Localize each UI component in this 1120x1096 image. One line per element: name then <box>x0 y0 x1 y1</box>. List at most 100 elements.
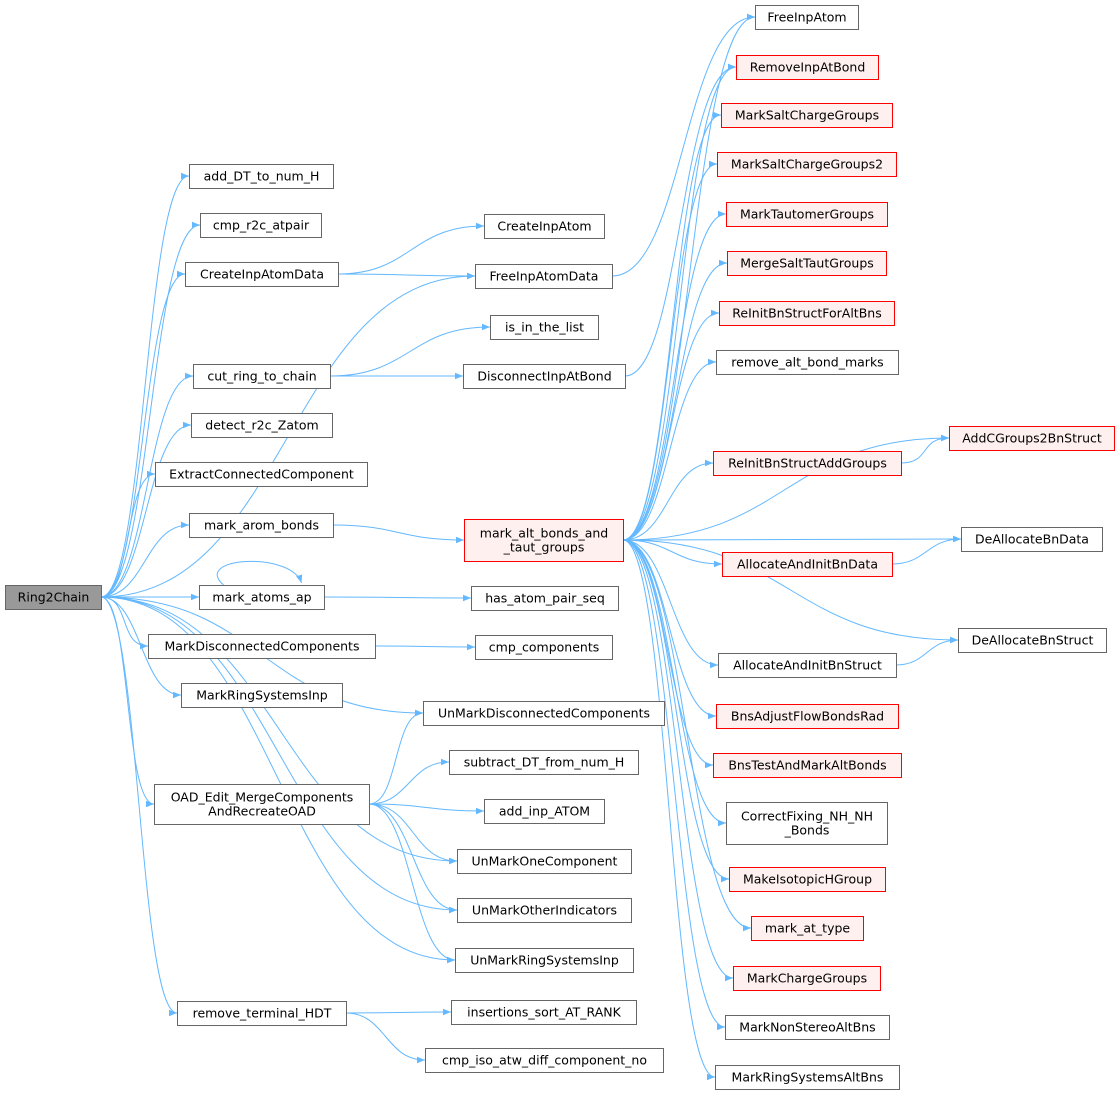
node-box <box>423 701 665 726</box>
edge-mark-alt-bonds-and-taut-groups-to-add-cgroups2-bn-struct <box>622 434 950 541</box>
node-label: UnMarkRingSystemsInp <box>470 953 619 968</box>
edge-oad-edit-merge-components-and-recreate-oad-to-un-mark-ring-systems-inp <box>368 803 456 964</box>
node-de-allocate-bn-struct[interactable]: DeAllocateBnStruct <box>958 628 1107 653</box>
edge-free-inp-atom-data-to-free-inp-atom <box>611 13 756 277</box>
node-create-inp-atom[interactable]: CreateInpAtom <box>484 214 605 239</box>
node-box <box>449 750 639 775</box>
node-bns-adjust-flow-bonds-rad[interactable]: BnsAdjustFlowBondsRad <box>716 704 899 729</box>
node-mark-ring-systems-inp[interactable]: MarkRingSystemsInp <box>181 683 343 708</box>
node-extract-connected-component[interactable]: ExtractConnectedComponent <box>155 462 368 487</box>
edge-mark-alt-bonds-and-taut-groups-to-mark-non-stereo-alt-bns <box>622 539 726 1031</box>
node-add-dt-to-num-h[interactable]: add_DT_to_num_H <box>189 164 334 189</box>
node-add-inp-atom[interactable]: add_inp_ATOM <box>484 799 605 824</box>
node-label: AllocateAndInitBnData <box>737 557 878 572</box>
node-box <box>191 413 333 438</box>
node-cut-ring-to-chain[interactable]: cut_ring_to_chain <box>193 364 331 389</box>
node-box <box>155 462 368 487</box>
node-box <box>475 635 613 660</box>
edge-ring2-chain-to-extract-connected-component <box>100 470 156 598</box>
node-label: add_DT_to_num_H <box>204 169 320 184</box>
node-mark-tautomer-groups[interactable]: MarkTautomerGroups <box>726 202 888 227</box>
node-detect-r2c-zatom[interactable]: detect_r2c_Zatom <box>191 413 333 438</box>
node-un-mark-disconnected-components[interactable]: UnMarkDisconnectedComponents <box>423 701 665 726</box>
node-label: MarkNonStereoAltBns <box>739 1020 875 1035</box>
node-allocate-and-init-bn-struct[interactable]: AllocateAndInitBnStruct <box>718 653 897 678</box>
node-create-inp-atom-data[interactable]: CreateInpAtomData <box>185 262 339 287</box>
edge-ring2-chain-to-mark-ring-systems-inp <box>100 596 182 699</box>
node-mark-disconnected-components[interactable]: MarkDisconnectedComponents <box>148 634 376 659</box>
node-cmp-components[interactable]: cmp_components <box>475 635 613 660</box>
edge-mark-alt-bonds-and-taut-groups-to-mark-salt-charge-groups <box>622 111 722 541</box>
node-un-mark-one-component[interactable]: UnMarkOneComponent <box>457 849 632 874</box>
node-free-inp-atom[interactable]: FreeInpAtom <box>755 5 859 30</box>
node-ring2-chain[interactable]: Ring2Chain <box>5 585 102 610</box>
node-label: MarkTautomerGroups <box>740 207 874 222</box>
node-label: ExtractConnectedComponent <box>169 467 354 482</box>
node-label: UnMarkOtherIndicators <box>472 903 617 918</box>
node-merge-salt-taut-groups[interactable]: MergeSaltTautGroups <box>727 251 887 276</box>
edge-oad-edit-merge-components-and-recreate-oad-to-un-mark-other-indicators <box>368 803 458 914</box>
node-allocate-and-init-bn-data[interactable]: AllocateAndInitBnData <box>722 552 893 577</box>
node-mark-at-type[interactable]: mark_at_type <box>751 916 864 941</box>
node-insertions-sort-at-rank[interactable]: insertions_sort_AT_RANK <box>451 1000 637 1025</box>
node-box <box>185 262 339 287</box>
node-mark-ring-systems-alt-bns[interactable]: MarkRingSystemsAltBns <box>715 1065 900 1090</box>
node-label: AddCGroups2BnStruct <box>962 431 1102 446</box>
node-label: cut_ring_to_chain <box>207 369 316 384</box>
node-mark-non-stereo-alt-bns[interactable]: MarkNonStereoAltBns <box>725 1015 890 1040</box>
node-add-cgroups2-bn-struct[interactable]: AddCGroups2BnStruct <box>949 426 1115 451</box>
node-mark-charge-groups[interactable]: MarkChargeGroups <box>733 966 881 991</box>
node-label: detect_r2c_Zatom <box>205 418 318 433</box>
node-label: remove_terminal_HDT <box>193 1006 332 1021</box>
edge-create-inp-atom-data-to-create-inp-atom <box>337 222 485 275</box>
edge-mark-alt-bonds-and-taut-groups-to-bns-adjust-flow-bonds-rad <box>622 539 717 720</box>
node-free-inp-atom-data[interactable]: FreeInpAtomData <box>475 264 613 289</box>
node-mark-alt-bonds-and-taut-groups[interactable]: mark_alt_bonds_and_taut_groups <box>464 519 624 562</box>
node-is-in-the-list[interactable]: is_in_the_list <box>490 315 599 340</box>
node-remove-inp-at-bond[interactable]: RemoveInpAtBond <box>736 55 879 80</box>
node-make-isotopic-hgroup[interactable]: MakeIsotopicHGroup <box>729 867 886 892</box>
node-mark-atoms-ap[interactable]: mark_atoms_ap <box>199 585 325 610</box>
node-box <box>189 164 334 189</box>
edge-mark-disconnected-components-to-cmp-components <box>374 643 476 651</box>
node-mark-salt-charge-groups[interactable]: MarkSaltChargeGroups <box>721 103 893 128</box>
edge-ring2-chain-to-un-mark-ring-systems-inp <box>100 596 456 964</box>
node-remove-terminal-hdt[interactable]: remove_terminal_HDT <box>177 1001 347 1026</box>
node-remove-alt-bond-marks[interactable]: remove_alt_bond_marks <box>716 350 899 375</box>
node-re-init-bn-struct-add-groups[interactable]: ReInitBnStructAddGroups <box>713 451 902 476</box>
node-bns-test-and-mark-alt-bonds[interactable]: BnsTestAndMarkAltBonds <box>713 753 902 778</box>
node-label: mark_at_type <box>765 921 851 936</box>
edge-ring2-chain-to-remove-terminal-hdt <box>100 596 178 1017</box>
node-box <box>189 513 334 538</box>
node-label: FreeInpAtomData <box>490 269 599 284</box>
node-box <box>721 103 893 128</box>
node-box <box>716 704 899 729</box>
node-label: MakeIsotopicHGroup <box>743 872 872 887</box>
edge-mark-arom-bonds-to-mark-alt-bonds-and-taut-groups <box>332 524 465 544</box>
node-cmp-iso-atw-diff-component-no[interactable]: cmp_iso_atw_diff_component_no <box>425 1048 664 1073</box>
node-correct-fixing-nh-nh-bonds[interactable]: CorrectFixing_NH_NH_Bonds <box>726 802 888 845</box>
node-box <box>455 948 634 973</box>
node-re-init-bn-struct-for-alt-bns[interactable]: ReInitBnStructForAltBns <box>719 301 895 326</box>
node-un-mark-other-indicators[interactable]: UnMarkOtherIndicators <box>457 898 632 923</box>
node-box <box>722 552 893 577</box>
node-label: ReInitBnStructAddGroups <box>728 456 887 471</box>
node-box <box>451 1000 637 1025</box>
edge-ring2-chain-to-add-dt-to-num-h <box>100 172 190 598</box>
node-mark-arom-bonds[interactable]: mark_arom_bonds <box>189 513 334 538</box>
edge-create-inp-atom-data-to-free-inp-atom-data <box>337 272 476 280</box>
node-label: CreateInpAtomData <box>200 267 324 282</box>
node-label: MarkRingSystemsInp <box>196 688 328 703</box>
node-label: Ring2Chain <box>18 590 90 605</box>
node-label: ReInitBnStructForAltBns <box>732 306 881 321</box>
edge-mark-alt-bonds-and-taut-groups-to-allocate-and-init-bn-struct <box>622 539 719 669</box>
node-label: mark_alt_bonds_and <box>480 526 608 541</box>
node-has-atom-pair-seq[interactable]: has_atom_pair_seq <box>471 586 619 611</box>
node-disconnect-inp-at-bond[interactable]: DisconnectInpAtBond <box>463 364 626 389</box>
node-mark-salt-charge-groups2[interactable]: MarkSaltChargeGroups2 <box>717 152 897 177</box>
node-un-mark-ring-systems-inp[interactable]: UnMarkRingSystemsInp <box>455 948 634 973</box>
node-cmp-r2c-atpair[interactable]: cmp_r2c_atpair <box>200 213 322 238</box>
node-de-allocate-bn-data[interactable]: DeAllocateBnData <box>961 527 1103 552</box>
node-subtract-dt-from-num-h[interactable]: subtract_DT_from_num_H <box>449 750 639 775</box>
